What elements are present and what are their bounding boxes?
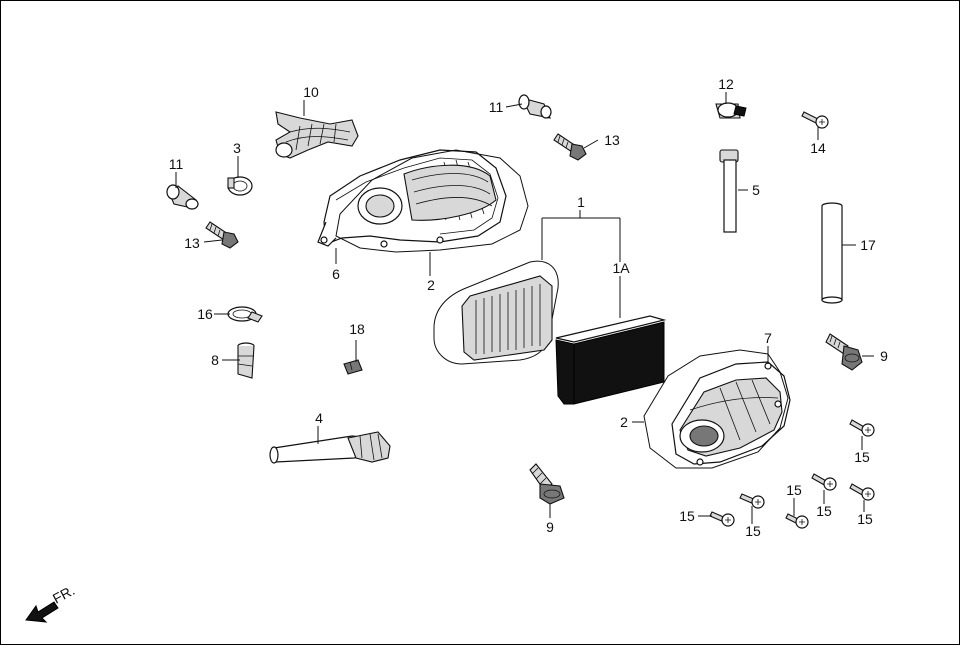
screw-15-f-part	[709, 511, 735, 527]
clamp-part	[227, 176, 253, 196]
label-14: 14	[810, 140, 826, 156]
label-9-right: 9	[880, 348, 888, 364]
label-11-left: 11	[169, 156, 184, 172]
front-direction-indicator: FR.	[25, 582, 77, 623]
inlet-pipe-part	[269, 431, 391, 464]
screw-15-c-part	[849, 483, 875, 501]
gasket-upper-part	[335, 149, 529, 253]
bolt-9-right-part	[825, 333, 863, 371]
screw-15-e-part	[785, 513, 809, 529]
screw-15-a-part	[849, 419, 875, 437]
callout-labels: 10 3 11 13 6 2 11 13 1 1A 12 5 14 17 16 …	[169, 76, 888, 539]
label-9-center: 9	[546, 519, 554, 535]
filter-sponge-part	[555, 315, 667, 405]
label-16: 16	[197, 306, 213, 322]
intake-duct-part	[275, 111, 359, 159]
label-10: 10	[303, 84, 319, 100]
label-18: 18	[349, 321, 365, 337]
screw-15-d-part	[739, 493, 765, 509]
label-7: 7	[764, 330, 772, 346]
drain-tube-part	[719, 149, 739, 233]
label-15-d: 15	[745, 523, 761, 539]
grommet-left-part	[166, 184, 199, 210]
label-5: 5	[752, 182, 760, 198]
small-clamp-part	[227, 306, 263, 323]
gasket-lower-part	[643, 349, 789, 469]
label-11-center: 11	[489, 99, 504, 115]
screw-15-b-part	[811, 473, 837, 491]
air-filter-element-part	[433, 260, 559, 365]
label-13-left: 13	[184, 235, 200, 251]
label-15-b: 15	[816, 503, 832, 519]
leader-lines	[175, 92, 874, 524]
label-2-upper: 2	[427, 277, 435, 293]
label-3: 3	[233, 140, 241, 156]
label-15-f: 15	[679, 508, 695, 524]
label-17: 17	[860, 237, 876, 253]
drain-cap-part	[237, 342, 255, 379]
bolt-9-center-part	[529, 463, 565, 505]
air-cleaner-cover-part	[317, 149, 507, 248]
bolt-left-part	[205, 221, 239, 249]
label-15-e: 15	[786, 482, 802, 498]
front-arrow-icon	[25, 601, 59, 623]
label-15-a: 15	[854, 449, 870, 465]
label-15-c: 15	[857, 511, 873, 527]
screw-14-part	[801, 111, 829, 129]
label-13-center: 13	[604, 132, 620, 148]
label-4: 4	[315, 410, 323, 426]
label-6: 6	[332, 266, 340, 282]
clip-nut-part	[343, 359, 363, 375]
grommet-center-part	[518, 94, 552, 119]
label-1A: 1A	[612, 260, 630, 276]
tube-17-part	[821, 202, 843, 304]
bolt-center-part	[553, 133, 587, 161]
label-12: 12	[718, 76, 734, 92]
label-8: 8	[211, 352, 219, 368]
label-2-lower: 2	[620, 414, 628, 430]
label-1: 1	[577, 194, 585, 210]
hose-clip-part	[715, 102, 747, 119]
air-cleaner-case-part	[671, 361, 791, 466]
